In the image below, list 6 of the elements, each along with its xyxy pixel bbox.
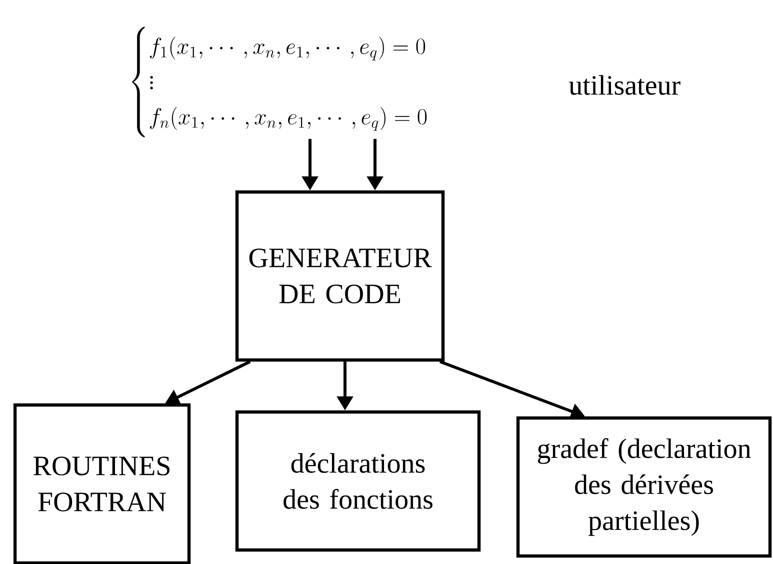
process-box: ROUTINES FORTRAN xyxy=(13,403,191,564)
process-box: GENERATEUR DE CODE xyxy=(235,190,445,362)
process-box: déclarations des fonctions xyxy=(235,410,481,552)
process-box: gradef (declaration des dérivées partielles) xyxy=(516,416,772,558)
equation-system: $\begin{cases}f_1(x_1,\cdots,x_n,e_1,\cdots,e_q)=0\\ \vdots\\ f_n(x_1,\cdots,x_n,e_1,\cdots,e_q)=0\end{cases}$ xyxy=(132,26,427,138)
label: utilisateur xyxy=(568,75,680,95)
